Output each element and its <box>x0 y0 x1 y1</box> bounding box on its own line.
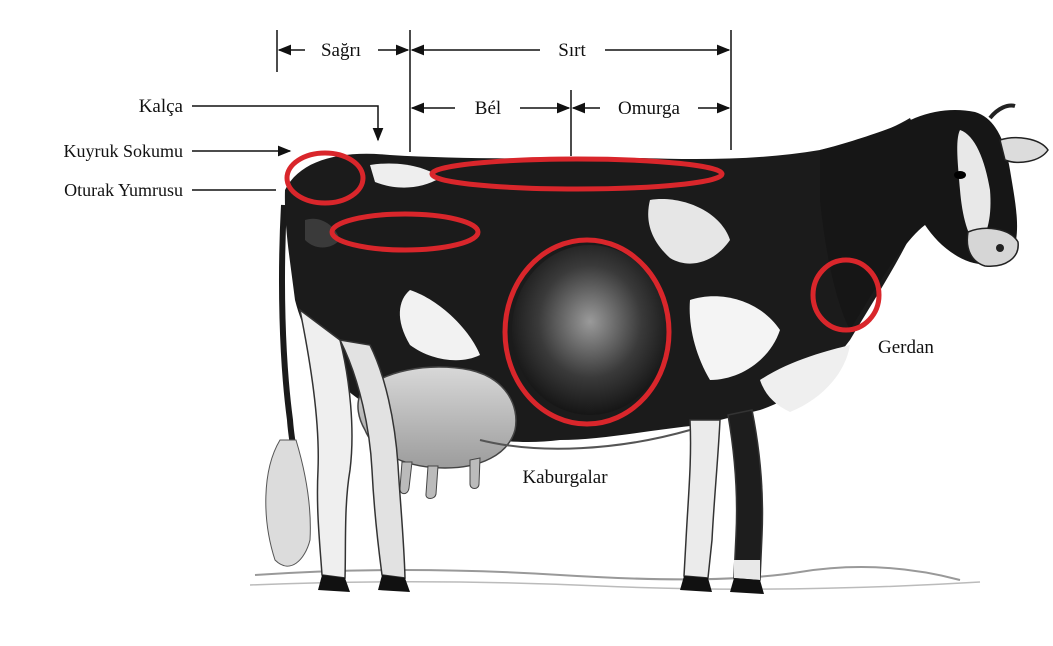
label-kalca: Kalça <box>139 96 184 117</box>
label-kuyruk-sokumu: Kuyruk Sokumu <box>63 141 183 161</box>
label-gerdan: Gerdan <box>878 337 934 358</box>
label-oturak-yumrusu: Oturak Yumrusu <box>64 180 183 200</box>
label-sagri: Sağrı <box>321 40 361 61</box>
label-omurga: Omurga <box>618 98 680 119</box>
label-kaburgalar: Kaburgalar <box>522 467 608 488</box>
label-bel: Bél <box>475 98 501 119</box>
label-sirt: Sırt <box>558 40 586 61</box>
